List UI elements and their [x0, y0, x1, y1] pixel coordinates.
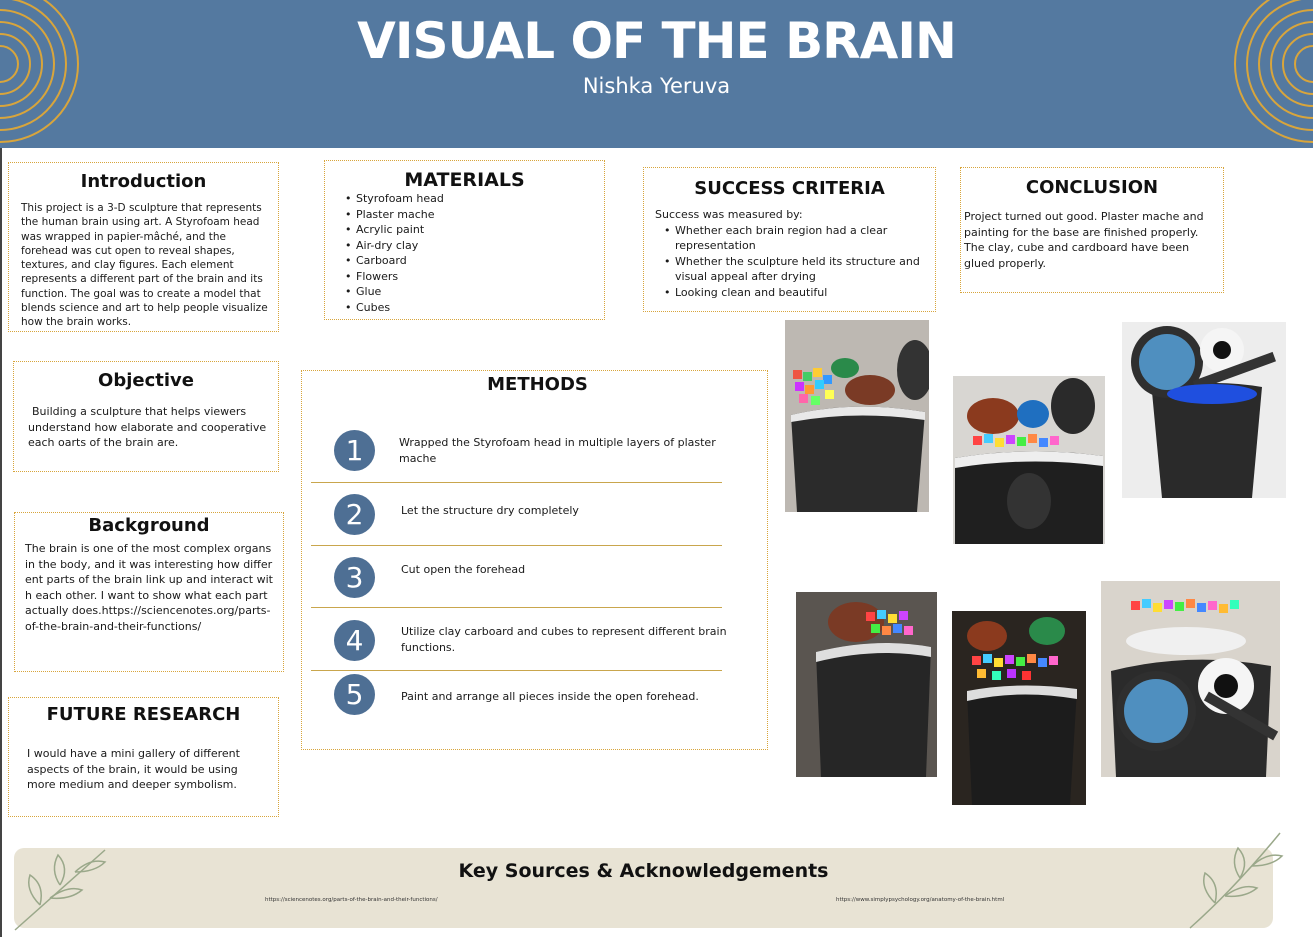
materials-item: Air-dry clay [345, 238, 604, 254]
materials-item: Cubes [345, 300, 604, 316]
future-research-heading: FUTURE RESEARCH [46, 704, 241, 725]
materials-item: Glue [345, 284, 604, 300]
success-criteria-item: Whether each brain region had a clear re… [664, 223, 921, 254]
materials-item: Plaster mache [345, 207, 604, 223]
materials-item: Carboard [345, 253, 604, 269]
step-number-3: 3 [334, 557, 375, 598]
footer-banner [14, 848, 1273, 928]
decorative-arcs-right [1234, 0, 1313, 143]
step-number-5: 5 [334, 674, 375, 715]
materials-list: Styrofoam head Plaster mache Acrylic pai… [345, 191, 604, 315]
background-box: Background The brain is one of the most … [14, 512, 284, 672]
methods-heading: METHODS [487, 374, 588, 395]
step-text-5: Paint and arrange all pieces inside the … [401, 690, 699, 703]
poster-author: Nishka Yeruva [582, 74, 731, 98]
introduction-box: Introduction This project is a 3-D sculp… [8, 162, 279, 332]
background-heading: Background [88, 515, 210, 536]
poster-title: VISUAL OF THE BRAIN [357, 12, 957, 70]
step-divider [311, 482, 722, 483]
step-divider [311, 607, 722, 608]
background-text: The brain is one of the most complex org… [25, 542, 273, 633]
materials-heading: MATERIALS [404, 169, 525, 191]
materials-item: Styrofoam head [345, 191, 604, 207]
future-research-text: I would have a mini gallery of different… [27, 747, 240, 791]
sculpture-photo-2 [953, 376, 1105, 544]
step-text-1: Wrapped the Styrofoam head in multiple l… [399, 436, 716, 465]
step-divider [311, 545, 722, 546]
left-edge-line [0, 148, 2, 937]
sculpture-photo-5 [952, 611, 1086, 805]
sculpture-photo-4 [796, 592, 937, 777]
future-research-box: FUTURE RESEARCH I would have a mini gall… [8, 697, 279, 817]
step-number-2: 2 [334, 494, 375, 535]
success-criteria-item: Looking clean and beautiful [664, 285, 921, 301]
step-divider [311, 670, 722, 671]
objective-box: Objective Building a sculpture that help… [13, 361, 279, 472]
success-criteria-intro: Success was measured by: [655, 208, 803, 221]
source-link-2[interactable]: https://www.simplypsychology.org/anatomy… [836, 897, 1005, 903]
objective-heading: Objective [98, 370, 194, 391]
sculpture-photo-6 [1101, 581, 1280, 777]
conclusion-box: CONCLUSION Project turned out good. Plas… [960, 167, 1224, 293]
step-text-3: Cut open the forehead [401, 563, 526, 576]
sculpture-photo-3 [1122, 322, 1286, 498]
footer-heading: Key Sources & Acknowledgements [458, 860, 829, 882]
success-criteria-item: Whether the sculpture held its structure… [664, 254, 921, 285]
sculpture-photo-1 [785, 320, 929, 512]
step-text-2: Let the structure dry completely [401, 504, 579, 517]
step-number-1: 1 [334, 430, 375, 471]
introduction-text: This project is a 3-D sculpture that rep… [21, 202, 268, 329]
success-criteria-list: Whether each brain region had a clear re… [664, 223, 921, 301]
source-link-1[interactable]: https://sciencenotes.org/parts-of-the-br… [265, 897, 438, 903]
header-banner: VISUAL OF THE BRAIN Nishka Yeruva [0, 0, 1313, 148]
leaf-decoration-right [1189, 832, 1284, 929]
success-criteria-box: SUCCESS CRITERIA Success was measured by… [643, 167, 936, 312]
leaf-decoration-left [14, 849, 107, 931]
introduction-heading: Introduction [80, 171, 207, 192]
materials-box: MATERIALS Styrofoam head Plaster mache A… [324, 160, 605, 320]
step-text-4: Utilize clay carboard and cubes to repre… [401, 625, 727, 654]
conclusion-text: Project turned out good. Plaster mache a… [964, 210, 1204, 270]
success-criteria-heading: SUCCESS CRITERIA [694, 178, 885, 199]
step-number-4: 4 [334, 620, 375, 661]
objective-text: Building a sculpture that helps viewers … [28, 405, 267, 449]
decorative-arcs-left [0, 0, 79, 143]
materials-item: Acrylic paint [345, 222, 604, 238]
materials-item: Flowers [345, 269, 604, 285]
methods-box: METHODS [301, 370, 768, 750]
conclusion-heading: CONCLUSION [1025, 177, 1159, 198]
